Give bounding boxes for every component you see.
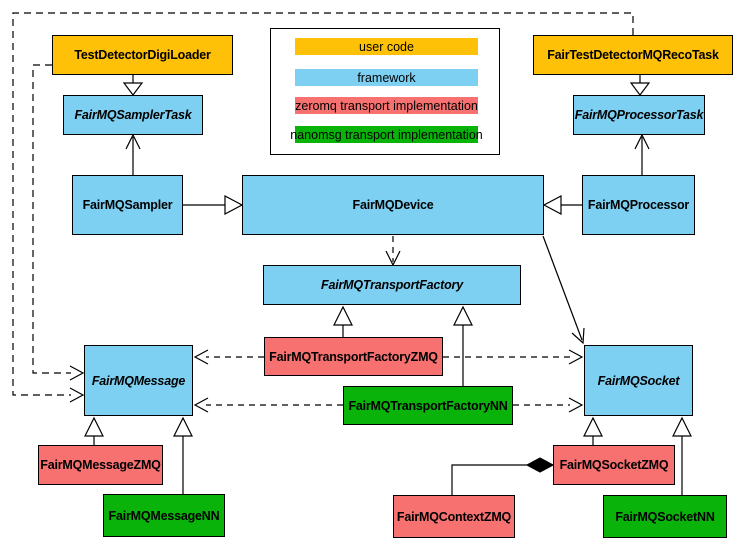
node-label: FairMQSocketNN — [615, 509, 715, 524]
node-fair-mq-socket: FairMQSocket — [584, 345, 693, 416]
legend-label: nanomsg transport implementation — [290, 127, 483, 142]
node-label: FairMQMessageZMQ — [40, 458, 161, 472]
node-label: FairMQTransportFactory — [321, 278, 463, 292]
node-fair-mq-message: FairMQMessage — [84, 345, 193, 416]
legend-label: framework — [357, 70, 416, 85]
node-fair-mq-transport-factory: FairMQTransportFactory — [263, 265, 521, 305]
legend-item-zeromq: zeromq transport implementation — [295, 97, 478, 114]
node-label: FairMQSampler — [82, 198, 173, 212]
node-label: FairMQTransportFactoryZMQ — [269, 349, 438, 364]
edge-dep-tfnn-socket — [513, 397, 584, 413]
node-fair-mq-context-zmq: FairMQContextZMQ — [393, 495, 515, 538]
node-fair-mq-processor-task: FairMQProcessorTask — [573, 95, 705, 135]
node-fair-test-detector-mq-reco-task: FairTestDetectorMQRecoTask — [533, 35, 733, 75]
edge-dep-tfnn-message — [193, 397, 343, 413]
edge-dep-tfzmq-socket — [443, 349, 584, 365]
edge-inherit-sampler-device — [183, 195, 244, 215]
edge-assoc-processor-processortask — [634, 133, 650, 175]
edge-inherit-messagezmq-message — [84, 416, 104, 445]
node-label: FairMQSocketZMQ — [559, 458, 669, 472]
edge-assoc-device-socket — [542, 235, 585, 345]
edge-compose-socketzmq-contextzmq — [451, 457, 555, 495]
legend-label: user code — [359, 39, 414, 54]
node-fair-mq-device: FairMQDevice — [242, 175, 544, 235]
node-fair-mq-message-nn: FairMQMessageNN — [103, 494, 225, 537]
node-label: FairMQMessage — [91, 373, 186, 388]
legend-label: zeromq transport implementation — [295, 98, 478, 113]
node-fair-mq-socket-zmq: FairMQSocketZMQ — [553, 445, 675, 485]
edge-inherit-messagenn-message — [173, 416, 193, 494]
node-fair-mq-processor: FairMQProcessor — [582, 175, 695, 235]
node-label: TestDetectorDigiLoader — [74, 48, 211, 62]
legend-item-nanomsg: nanomsg transport implementation — [290, 126, 483, 143]
edge-inherit-socketnn-socket — [672, 416, 692, 495]
node-fair-mq-sampler-task: FairMQSamplerTask — [63, 95, 203, 135]
node-test-detector-digi-loader: TestDetectorDigiLoader — [52, 35, 233, 75]
edge-dep-tfzmq-message — [193, 349, 264, 365]
node-fair-mq-message-zmq: FairMQMessageZMQ — [38, 445, 163, 485]
node-fair-mq-socket-nn: FairMQSocketNN — [603, 495, 727, 538]
edge-assoc-sampler-samplertask — [125, 133, 141, 175]
legend: user code framework zeromq transport imp… — [270, 28, 500, 155]
node-label: FairMQMessageNN — [108, 508, 220, 523]
node-label: FairMQSamplerTask — [74, 108, 192, 122]
node-label: FairMQSocket — [597, 373, 680, 388]
legend-item-user-code: user code — [295, 38, 478, 55]
edge-inherit-recotask-processortask — [629, 75, 651, 96]
node-fair-mq-sampler: FairMQSampler — [72, 175, 183, 235]
node-label: FairTestDetectorMQRecoTask — [547, 48, 719, 62]
node-label: FairMQProcessor — [587, 198, 690, 212]
edge-dep-device-transportfactory — [385, 236, 401, 267]
node-label: FairMQContextZMQ — [396, 509, 512, 524]
edge-inherit-tfzmq-transportfactory — [333, 305, 353, 337]
edge-inherit-digiloader-samplertask — [122, 75, 144, 96]
edge-inherit-processor-device — [542, 195, 582, 215]
node-label: FairMQTransportFactoryNN — [348, 398, 508, 413]
legend-item-framework: framework — [295, 69, 478, 86]
node-fair-mq-transport-factory-nn: FairMQTransportFactoryNN — [343, 386, 513, 425]
edge-inherit-socketzmq-socket — [583, 416, 603, 445]
node-fair-mq-transport-factory-zmq: FairMQTransportFactoryZMQ — [264, 337, 443, 376]
edge-inherit-tfnn-transportfactory — [453, 305, 473, 386]
node-label: FairMQDevice — [352, 198, 434, 212]
node-label: FairMQProcessorTask — [574, 108, 704, 122]
